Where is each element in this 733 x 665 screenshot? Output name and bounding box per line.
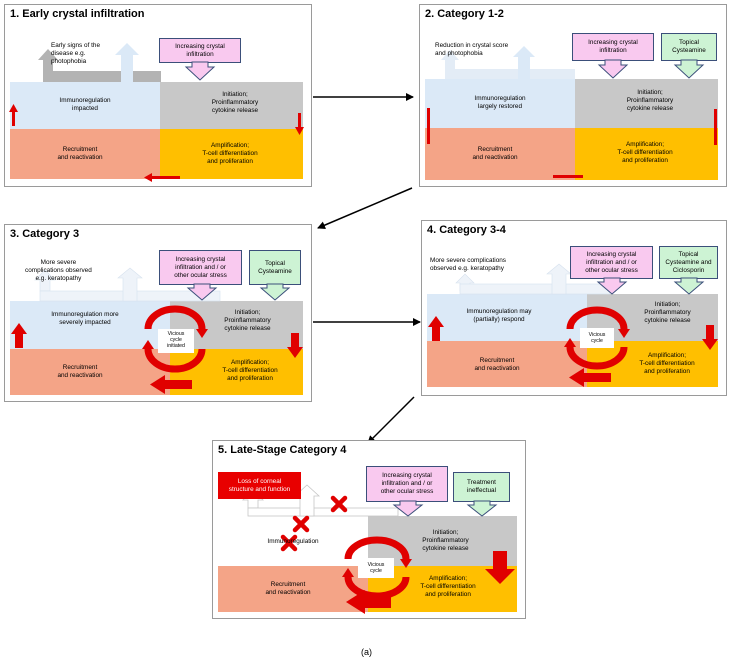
- panel-late-stage-category-4: 5. Late-Stage Category 4 Vicious cycle L…: [212, 440, 526, 619]
- treatment-box-down-arrow: [673, 277, 705, 295]
- recruitment-quadrant: [10, 349, 170, 395]
- stress-box: Increasing crystal infiltration and / or…: [366, 466, 448, 502]
- stress-box: Increasing crystal infiltration: [572, 33, 654, 61]
- observation-arrow-graphic: [9, 43, 304, 182]
- amplification-label: Amplification; T-cell differentiation an…: [639, 352, 695, 375]
- immuno-label: Immunoregulation impacted: [59, 97, 111, 112]
- treatment-box: Topical Cysteamine: [661, 33, 717, 61]
- recruitment-label: Recruitment and reactivation: [472, 146, 518, 161]
- stress-box-down-arrow: [184, 61, 216, 81]
- stress-box: Increasing crystal infiltration and / or…: [159, 250, 242, 285]
- cross-icon: [280, 534, 298, 552]
- panel-early-crystal-infiltration: 1. Early crystal infiltration Early sign…: [4, 4, 312, 187]
- stress-box-down-arrow: [392, 500, 424, 517]
- vicious-cycle-label: Vicious cycle: [367, 562, 385, 574]
- panel-title: 4. Category 3-4: [427, 224, 506, 236]
- treatment-box: Topical Cysteamine: [249, 250, 301, 285]
- stress-box-down-arrow: [186, 283, 218, 301]
- immuno-label: Immunoregulation more severely impacted: [51, 311, 119, 326]
- observation-text: More severe complications observed e.g. …: [430, 257, 507, 272]
- treatment-box: Topical Cysteamine and Ciclosporin: [659, 246, 718, 279]
- recruitment-label: Recruitment and reactivation: [57, 364, 103, 379]
- stress-box-down-arrow: [597, 59, 629, 79]
- panel-category-3-4: 4. Category 3-4 Vicious cycle More sever…: [421, 220, 727, 396]
- recruitment-label: Recruitment and reactivation: [57, 146, 103, 161]
- amplification-quadrant: [160, 129, 303, 179]
- panel-category-1-2: 2. Category 1-2 Reduction in crystal sco…: [419, 4, 727, 187]
- vicious-cycle-center: [580, 328, 614, 348]
- immunoregulation-quadrant: [427, 294, 587, 341]
- initiation-label: Initiation; Proinflammatory cytokine rel…: [626, 89, 674, 112]
- treatment-box-down-arrow: [673, 59, 705, 79]
- treatment-box-down-arrow: [259, 283, 291, 301]
- observation-arrow-graphic: [11, 267, 303, 394]
- connector-4-to-5: [367, 396, 415, 444]
- recruitment-quadrant: [10, 129, 160, 179]
- panel-title: 5. Late-Stage Category 4: [218, 444, 347, 456]
- panel-title: 1. Early crystal infiltration: [10, 8, 145, 20]
- stress-box-down-arrow: [596, 277, 628, 295]
- initiation-label: Initiation; Proinflammatory cytokine rel…: [224, 309, 271, 332]
- observation-text: Loss of corneal structure and function: [218, 472, 301, 499]
- recruitment-label: Recruitment and reactivation: [265, 581, 311, 596]
- recruitment-quadrant: [425, 128, 575, 180]
- observation-text: Early signs of the disease e.g. photopho…: [51, 42, 101, 65]
- initiation-quadrant: [160, 82, 303, 129]
- amplification-label: Amplification; T-cell differentiation an…: [202, 142, 258, 165]
- immunoregulation-quadrant: [10, 301, 170, 349]
- initiation-quadrant: [575, 79, 718, 128]
- observation-arrow-graphic: [427, 46, 717, 178]
- initiation-label: Initiation; Proinflammatory cytokine rel…: [211, 91, 259, 114]
- amplification-label: Amplification; T-cell differentiation an…: [222, 359, 278, 382]
- stress-box: Increasing crystal infiltration and / or…: [570, 246, 653, 279]
- panel-title: 2. Category 1-2: [425, 8, 504, 20]
- observation-arrow-graphic: [428, 263, 718, 387]
- vicious-cycle-center: [158, 329, 194, 353]
- immuno-label: Immunoregulation may (partially) respond: [466, 308, 532, 323]
- stress-box: Increasing crystal infiltration: [159, 38, 241, 63]
- vicious-cycle-center: [358, 558, 394, 578]
- initiation-label: Initiation; Proinflammatory cytokine rel…: [644, 301, 691, 324]
- treatment-box: Treatment ineffectual: [453, 472, 510, 502]
- recruitment-quadrant: [218, 566, 368, 612]
- cross-icon: [292, 515, 310, 533]
- connector-2-to-3: [317, 187, 413, 229]
- vicious-cycle-label: Vicious cycle: [588, 332, 606, 344]
- figure-caption: (a): [361, 647, 372, 657]
- amplification-quadrant: [170, 349, 303, 395]
- immunoregulation-quadrant: [10, 82, 160, 129]
- panel-category-3: 3. Category 3 Vicious cycle initiated Mo…: [4, 224, 312, 402]
- immunoregulation-quadrant: [425, 79, 575, 128]
- observation-text: More severe complications observed e.g. …: [25, 259, 92, 282]
- recruitment-label: Recruitment and reactivation: [474, 357, 520, 372]
- treatment-box-down-arrow: [466, 500, 498, 517]
- panel-title: 3. Category 3: [10, 228, 80, 240]
- immuno-label: Immunoregulation: [267, 538, 319, 545]
- initiation-label: Initiation; Proinflammatory cytokine rel…: [422, 529, 469, 552]
- immuno-label: Immunoregulation largely restored: [474, 95, 526, 110]
- vicious-cycle-label: Vicious cycle initiated: [167, 331, 185, 349]
- amplification-label: Amplification; T-cell differentiation an…: [420, 575, 476, 598]
- amplification-quadrant: [575, 128, 718, 180]
- amplification-label: Amplification; T-cell differentiation an…: [617, 141, 673, 164]
- observation-text: Reduction in crystal score and photophob…: [435, 42, 509, 57]
- cross-icon: [330, 495, 348, 513]
- recruitment-quadrant: [427, 341, 587, 387]
